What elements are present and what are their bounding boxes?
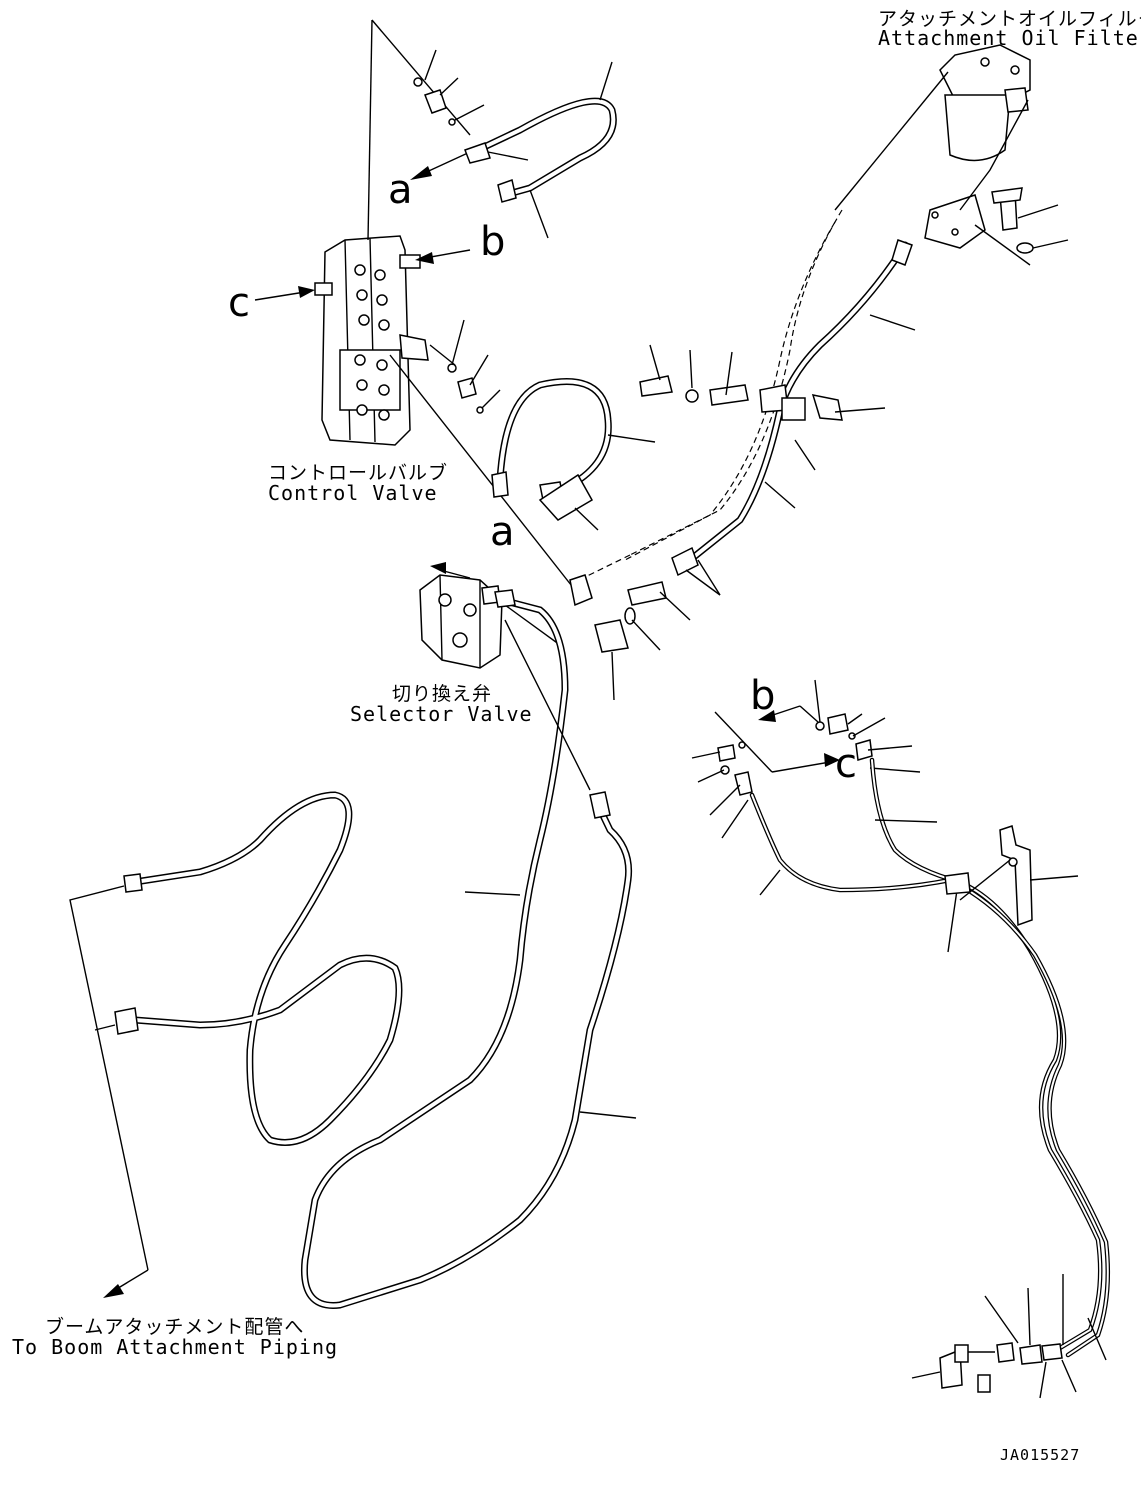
oil-filter-label-jp: アタッチメントオイルフィルタ: [878, 8, 1141, 30]
control-valve: [314, 235, 429, 446]
view-letter-a-mid: a: [490, 509, 515, 555]
view-letter-a-top: a: [388, 167, 413, 213]
attachment-oil-filter: [924, 44, 1031, 249]
oil-filter-label-en: Attachment Oil Filter: [878, 26, 1141, 50]
selector-valve: [419, 574, 503, 669]
view-letter-b-right: b: [750, 673, 776, 719]
boom-piping-label-jp: ブームアタッチメント配管へ: [45, 1316, 305, 1338]
control-valve-label-jp: コントロールバルブ: [268, 462, 449, 484]
view-letter-c-left: c: [228, 280, 250, 326]
control-valve-label-en: Control Valve: [268, 481, 438, 505]
selector-valve-label-jp: 切り換え弁: [392, 683, 493, 705]
view-letter-c-right: c: [835, 741, 857, 787]
boom-piping-label-en: To Boom Attachment Piping: [12, 1335, 339, 1359]
drawing-reference-number: JA015527: [1000, 1446, 1081, 1464]
selector-valve-label-en: Selector Valve: [350, 702, 533, 726]
view-letter-b-top: b: [480, 219, 506, 265]
